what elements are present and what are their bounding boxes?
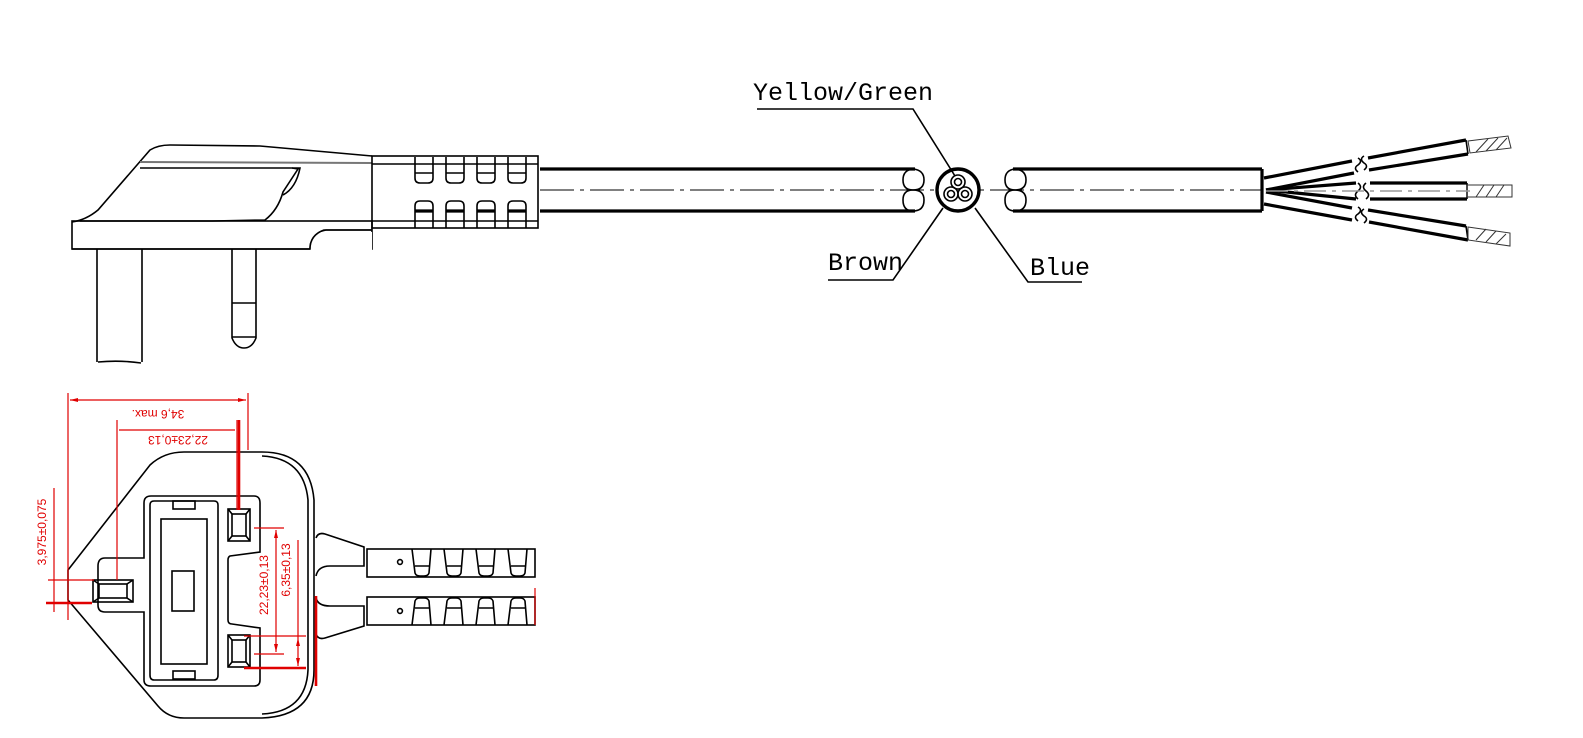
dim-overall-width-text: 34,6 max. bbox=[132, 407, 185, 421]
dim-pin-span-text: 22,23±0,13 bbox=[148, 433, 208, 447]
dimension-pin-span: 22,23±0,13 bbox=[116, 420, 241, 580]
cable-right-segment bbox=[1004, 167, 1264, 213]
dim-pin-center-span-text: 22,23±0,13 bbox=[257, 555, 271, 615]
label-brown-text: Brown bbox=[828, 249, 903, 278]
label-yellow-green: Yellow/Green bbox=[753, 79, 956, 177]
plug-face-view bbox=[67, 451, 536, 719]
label-blue-text: Blue bbox=[1030, 254, 1090, 283]
dimension-pin-width: 6,35±0,13 bbox=[244, 540, 318, 686]
face-strain-relief-ribs bbox=[396, 548, 528, 626]
label-blue: Blue bbox=[974, 207, 1090, 283]
dimension-pin-center-span: 22,23±0,13 bbox=[254, 527, 284, 655]
dim-pin-width-text: 6,35±0,13 bbox=[279, 543, 293, 597]
strain-relief-ribs bbox=[414, 157, 527, 228]
dim-earth-offset-text: 3,975±0,075 bbox=[35, 498, 49, 565]
label-brown: Brown bbox=[828, 207, 944, 281]
stripped-cores bbox=[1263, 135, 1513, 247]
label-yellow-green-text: Yellow/Green bbox=[753, 79, 933, 108]
dimension-earth-offset: 3,975±0,075 bbox=[35, 488, 94, 612]
cable-left-segment bbox=[540, 167, 925, 213]
dimension-overall-width: 34,6 max. bbox=[67, 393, 249, 620]
plug-side-view bbox=[71, 144, 539, 364]
cable-cross-section bbox=[935, 167, 981, 213]
